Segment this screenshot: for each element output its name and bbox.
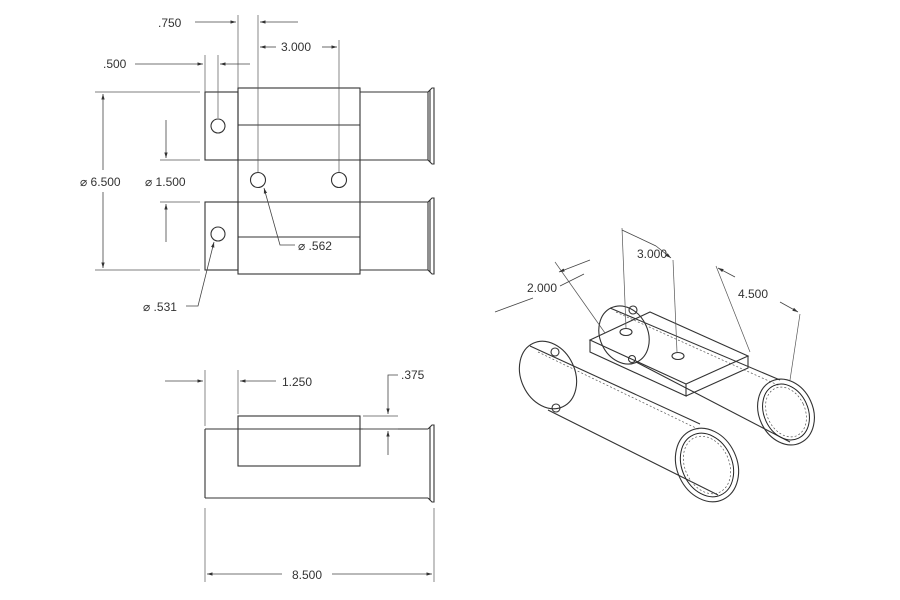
isometric-view: 3.000 2.000 4.500 xyxy=(494,227,815,503)
iso-plate-hole-left xyxy=(619,327,633,337)
iso-plate-top xyxy=(588,311,750,385)
dim-750-label: .750 xyxy=(158,16,182,30)
iso-tube1-front-end xyxy=(674,427,740,503)
iso-dim-4500-label: 4.500 xyxy=(738,287,768,301)
dim-531-label: ⌀ .531 xyxy=(143,300,177,314)
iso-plate-hole-right xyxy=(671,351,685,361)
plate-hole-right xyxy=(330,171,348,189)
iso-tube1-back-end xyxy=(518,340,578,410)
dim-562-label: ⌀ .562 xyxy=(298,239,332,253)
lower-tube-flare xyxy=(427,197,435,275)
dim-375-label: .375 xyxy=(401,368,425,382)
dim-8500-label: 8.500 xyxy=(292,568,322,582)
iso-tube2-front-end xyxy=(757,378,815,446)
tube-hole-lower xyxy=(210,226,226,242)
mounting-plate xyxy=(237,87,361,275)
dim-1500-label: ⌀ 1.500 xyxy=(145,175,186,189)
upper-tube-left-segment xyxy=(204,91,239,161)
plate-hole-left xyxy=(249,171,267,189)
tube-hole-upper xyxy=(210,118,226,134)
side-plate xyxy=(237,415,361,467)
dim-500-label: .500 xyxy=(103,57,127,71)
iso-dim-3000-label: 3.000 xyxy=(637,247,667,261)
dim-6500-label: ⌀ 6.500 xyxy=(80,175,121,189)
top-view: .750 3.000 .500 ⌀ 6.500 ⌀ 1.500 ⌀ .562 ⌀… xyxy=(80,15,435,314)
iso-dim-2000-label: 2.000 xyxy=(527,281,557,295)
dim-1250-label: 1.250 xyxy=(282,375,312,389)
upper-tube-flare xyxy=(427,87,435,165)
side-view: 1.250 .375 8.500 xyxy=(165,368,435,582)
side-tube-flare xyxy=(427,424,435,503)
dim-3000-label: 3.000 xyxy=(281,40,311,54)
